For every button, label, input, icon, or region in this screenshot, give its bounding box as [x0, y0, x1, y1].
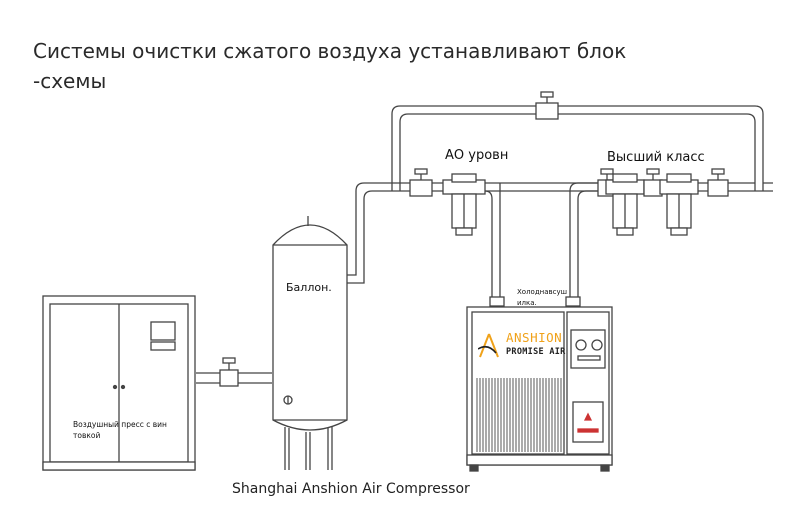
- anshion-logo-text: ANSHION PROMISE AIR: [506, 331, 566, 359]
- logo-brand: ANSHION: [506, 330, 563, 345]
- pipe-network: [196, 105, 773, 384]
- label-compressor: Воздушный пресс с вин товкой: [73, 420, 167, 440]
- pipe-top-loop: [391, 105, 764, 191]
- dryer-ventilation-grille: [476, 378, 562, 452]
- valve-highclass-2: [643, 168, 663, 197]
- pipe-receiver-outlet: [347, 182, 600, 284]
- filter-ao: [442, 173, 486, 236]
- filter-highclass-2: [659, 173, 699, 236]
- logo-tagline: PROMISE AIR: [506, 347, 566, 357]
- label-dryer: Холоднавсуш илка.: [517, 288, 568, 307]
- anshion-logo-icon: [478, 333, 499, 358]
- valve-top-loop: [535, 91, 559, 120]
- refrigerated-dryer: [466, 296, 613, 472]
- label-highest-class: Высший класс: [607, 150, 705, 165]
- diagram-title: Системы очистки сжатого воздуха устанавл…: [33, 39, 627, 93]
- footer-company-name: Shanghai Anshion Air Compressor: [232, 481, 470, 497]
- screw-compressor: [42, 295, 196, 471]
- filter-highclass-1: [605, 173, 645, 236]
- pipe-dryer-to-highclass: [569, 182, 755, 300]
- valve-compressor-line: [219, 357, 239, 387]
- label-ao-level: АО уровн: [445, 148, 509, 163]
- label-receiver: Баллон.: [286, 281, 332, 294]
- air-receiver-tank: [272, 216, 348, 470]
- pipe-ao-to-dryer: [484, 182, 501, 300]
- valve-ao-inlet: [409, 168, 433, 197]
- valve-highclass-outlet: [707, 168, 729, 197]
- pipe-right-stub: [755, 182, 773, 192]
